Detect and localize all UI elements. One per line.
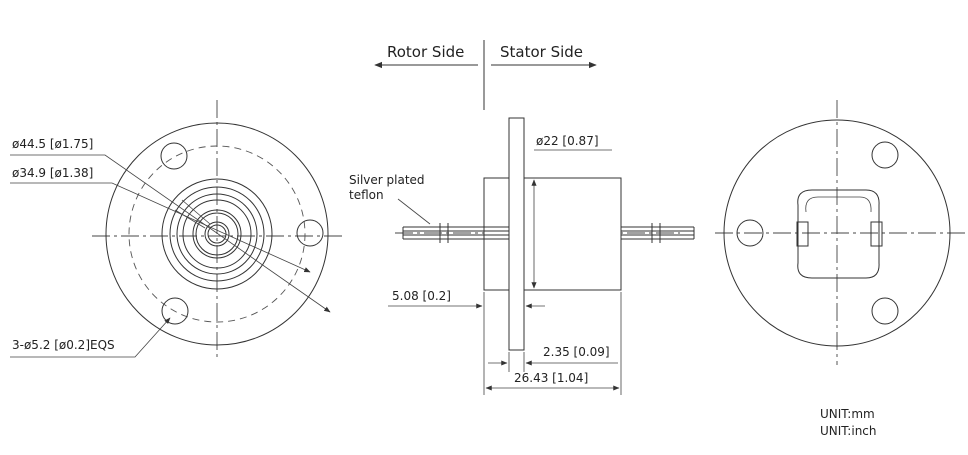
- wire-label-leader: [397, 198, 431, 225]
- front-mounting-hole-2: [296, 219, 324, 247]
- back-view: [715, 100, 965, 365]
- front-bolt-circle: [128, 145, 306, 323]
- front-rotor-ring: [192, 209, 242, 259]
- front-body-ring-4: [182, 199, 252, 269]
- side-view: ø22 [0.87] Silver plated teflon 5.08 [0.…: [349, 117, 695, 395]
- front-bore: [204, 221, 230, 247]
- rotor-wire-bundle: [402, 223, 509, 243]
- back-terminal-right: [870, 221, 883, 247]
- side-header: Rotor Side Stator Side: [374, 40, 597, 110]
- back-housing-inner: [805, 196, 872, 213]
- unit-inch-label: UNIT:inch: [820, 424, 877, 438]
- front-rotor-ring-inner: [195, 212, 239, 256]
- back-terminal-left: [796, 221, 809, 247]
- back-mounting-hole-1: [736, 219, 764, 247]
- side-housing: [483, 177, 622, 291]
- back-mounting-hole-2: [871, 141, 899, 169]
- side-dim-flange-offset-label: 5.08 [0.2]: [392, 289, 451, 303]
- front-flange-outline: [105, 122, 329, 346]
- unit-note: UNIT:mm UNIT:inch: [820, 407, 877, 438]
- back-mounting-hole-3: [871, 297, 899, 325]
- back-flange-outline: [723, 119, 951, 347]
- side-dim-flange-thickness-label: 2.35 [0.09]: [543, 345, 610, 359]
- holes-dim-leader: [10, 317, 171, 358]
- stator-wire-bundle: [621, 223, 695, 243]
- front-body-ring-2: [169, 186, 265, 282]
- unit-mm-label: UNIT:mm: [820, 407, 875, 421]
- outer-dim-leader: [10, 154, 331, 313]
- side-dim-total-length-label: 26.43 [1.04]: [514, 371, 588, 385]
- wire-label-line1: Silver plated: [349, 173, 425, 187]
- front-body-ring-1: [161, 178, 273, 290]
- side-dim-body-label: ø22 [0.87]: [536, 134, 599, 148]
- front-view: ø44.5 [ø1.75] ø34.9 [ø1.38] 3-ø5.2 [ø0.2…: [10, 100, 345, 358]
- front-body-ring-3: [176, 193, 258, 275]
- bore-pointer-2: [181, 199, 211, 225]
- wire-label-line2: teflon: [349, 188, 384, 202]
- rotor-side-label: Rotor Side: [387, 43, 464, 61]
- bore-pointer-1: [174, 209, 206, 229]
- front-mounting-hole-3: [161, 297, 189, 325]
- front-mounting-hole-1: [160, 142, 188, 170]
- front-dim-bolt-circle-label: ø34.9 [ø1.38]: [12, 166, 93, 180]
- side-flange: [508, 117, 525, 351]
- front-dim-holes-label: 3-ø5.2 [ø0.2]EQS: [12, 338, 115, 352]
- stator-side-label: Stator Side: [500, 43, 583, 61]
- back-housing-outline: [797, 189, 880, 279]
- front-dim-outer-label: ø44.5 [ø1.75]: [12, 137, 93, 151]
- bolt-circle-dim-leader: [10, 182, 311, 273]
